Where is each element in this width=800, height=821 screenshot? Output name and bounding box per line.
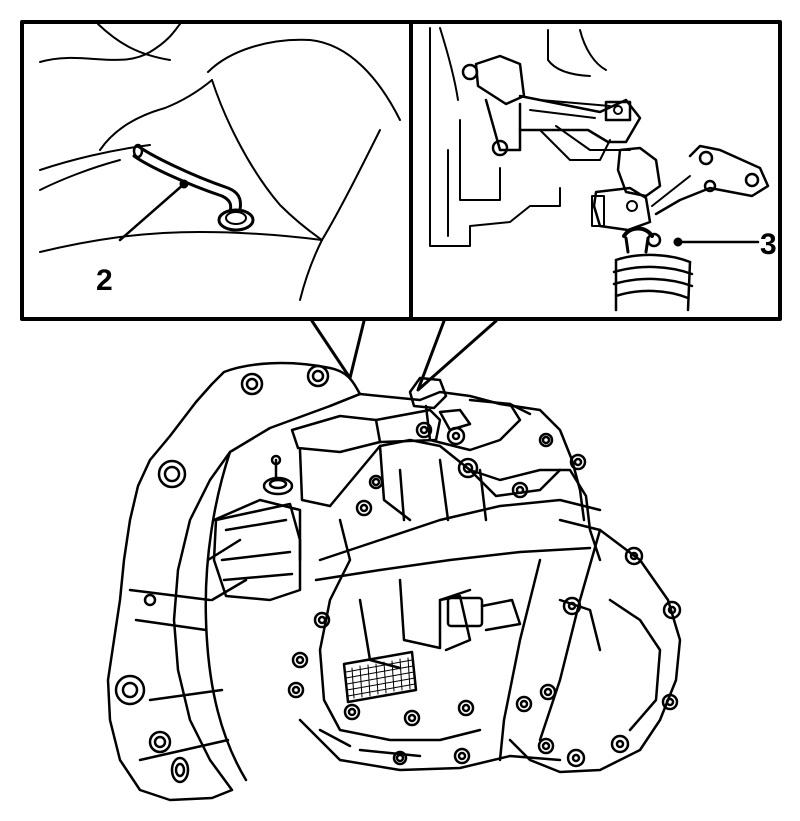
housing-edge <box>447 119 501 237</box>
clutch-window <box>212 502 302 602</box>
callout-label-3: 3 <box>760 228 777 261</box>
leader-line-2 <box>118 182 186 242</box>
flange-boss <box>170 756 190 784</box>
inset-left-contour <box>211 79 323 241</box>
inset-left-contour <box>97 23 171 61</box>
breather-boss <box>217 208 255 232</box>
case-boss <box>446 596 484 628</box>
bell-housing-flange <box>106 361 362 802</box>
end-cover <box>508 518 682 774</box>
housing-edge <box>429 27 561 247</box>
plate-hole <box>703 179 717 193</box>
case-grille <box>342 650 418 704</box>
flange-boss <box>306 364 330 388</box>
inset-left-frame <box>20 20 413 321</box>
inset-panel-right: 3 <box>409 20 782 321</box>
inset-left-contour <box>321 129 381 241</box>
housing-rib <box>128 588 230 762</box>
mounting-plate <box>651 144 770 216</box>
callout-label-2: 2 <box>96 264 113 297</box>
flange-boss <box>157 459 187 489</box>
bell-housing-inner <box>204 450 248 782</box>
leader-dot-3 <box>673 237 683 247</box>
plate-hole <box>698 150 714 166</box>
case-seam <box>318 498 602 562</box>
case-bolts <box>143 426 682 768</box>
selector-lever <box>591 146 662 232</box>
cable-boot <box>612 253 694 312</box>
housing-edge <box>439 27 459 101</box>
inset-left-contour <box>207 38 401 121</box>
leader-dot-2 <box>179 179 189 189</box>
housing-edge <box>579 29 607 71</box>
transmission-housing <box>106 361 682 802</box>
shift-linkage <box>461 54 642 161</box>
inset-left-contour <box>299 239 323 301</box>
case-seam <box>314 546 592 582</box>
plate-hole <box>744 172 760 188</box>
inset-panel-left: 2 <box>20 20 413 321</box>
cable-clip <box>622 226 662 254</box>
pointer-right <box>416 319 498 392</box>
shift-tower <box>408 376 532 452</box>
breather-tube <box>132 143 255 232</box>
flange-boss <box>148 730 172 754</box>
housing-breather <box>262 454 294 496</box>
flange-boss <box>114 674 146 706</box>
flange-boss <box>240 372 264 396</box>
gear-case <box>328 438 602 562</box>
inset-right-frame <box>409 20 782 321</box>
inset-left-contour <box>39 23 181 63</box>
inset-left-contour <box>39 159 121 191</box>
callout-pointers <box>310 319 498 392</box>
housing-edge <box>547 29 591 77</box>
inset-left-contour <box>39 231 323 253</box>
inset-left-contour <box>99 79 213 151</box>
